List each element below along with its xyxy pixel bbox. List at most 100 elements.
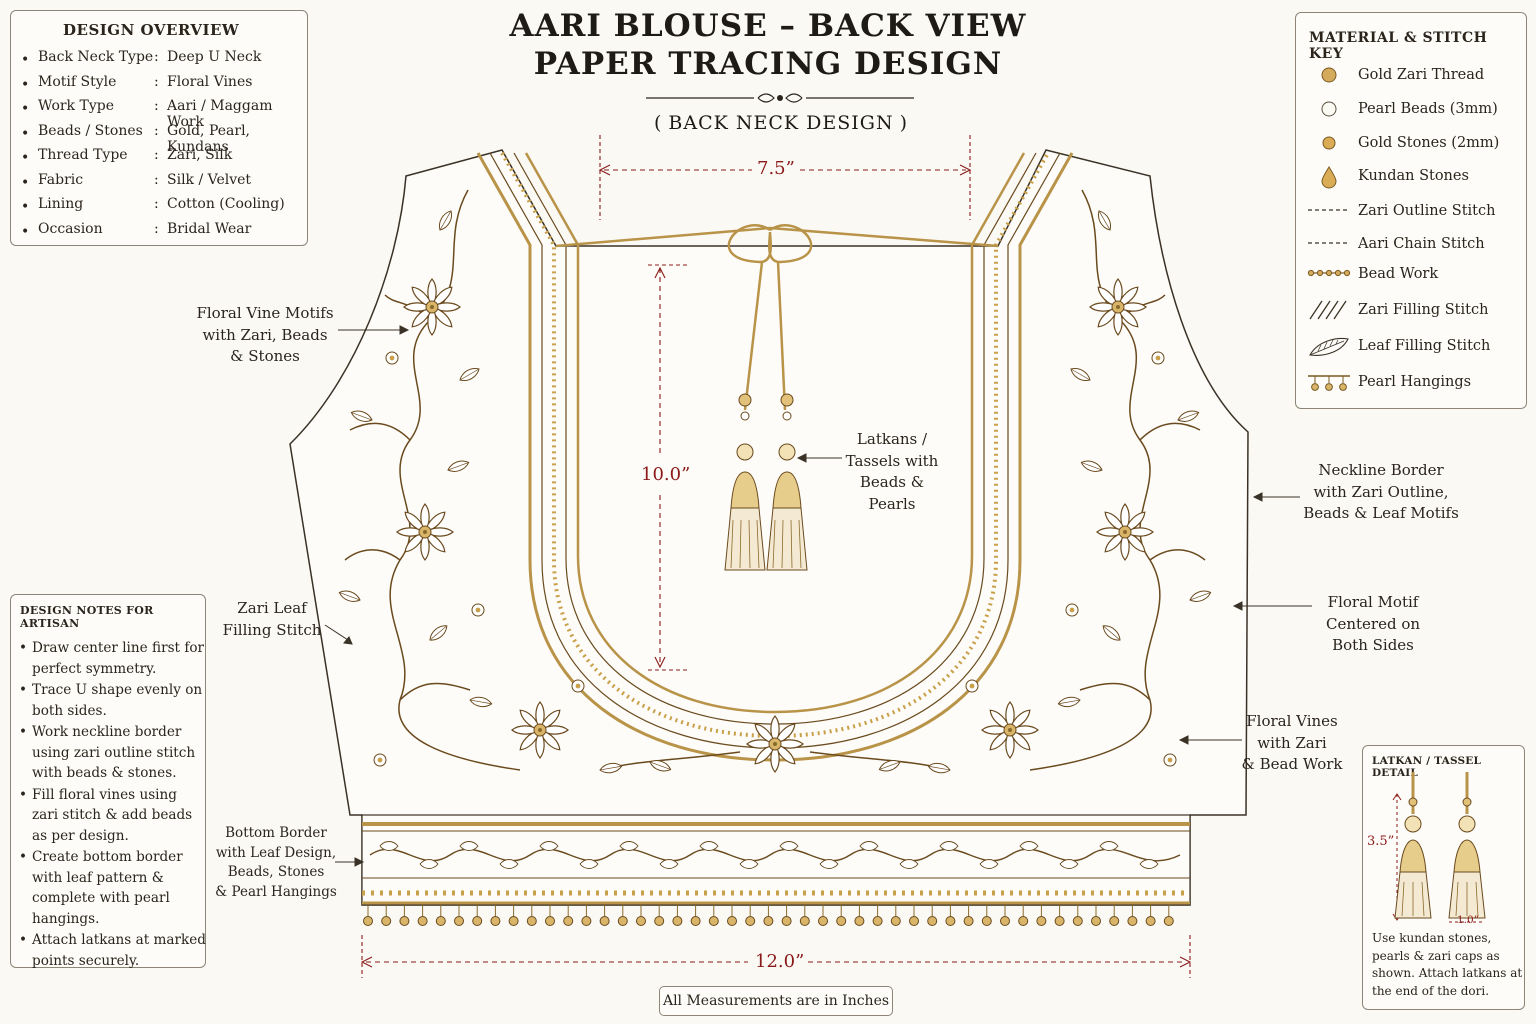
pearl-hanging bbox=[799, 916, 810, 926]
overview-row: •Back Neck Type:Deep U Neck bbox=[21, 49, 262, 68]
latkan-dori bbox=[555, 224, 999, 411]
pearl-hanging bbox=[745, 916, 756, 926]
pearl-hanging bbox=[1091, 916, 1101, 926]
pearl-hanging bbox=[909, 916, 919, 926]
border-leaf bbox=[459, 841, 479, 851]
key-item: Gold Stones (2mm) bbox=[1296, 132, 1536, 156]
bottom-width-label: 12.0” bbox=[755, 951, 805, 972]
notes-title: DESIGN NOTES FOR ARTISAN bbox=[20, 604, 154, 630]
key-item: Leaf Filling Stitch bbox=[1296, 335, 1536, 359]
dashed-line-icon bbox=[1308, 209, 1350, 211]
neck-width-label: 7.5” bbox=[757, 158, 795, 179]
dashed-line-icon bbox=[1308, 242, 1350, 244]
note-item: •Create bottom border with leaf pattern … bbox=[19, 849, 183, 927]
bottom-border bbox=[361, 814, 1191, 906]
pearl-hanging bbox=[1054, 916, 1065, 926]
pearl-hanging bbox=[854, 916, 865, 926]
design-notes-panel: DESIGN NOTES FOR ARTISAN •Draw center li… bbox=[10, 594, 206, 969]
pearl-hanging bbox=[381, 916, 392, 926]
overview-list: •Back Neck Type:Deep U Neck •Motif Style… bbox=[11, 49, 307, 245]
border-leaf bbox=[1099, 841, 1119, 851]
pearl-hanging bbox=[708, 916, 719, 926]
page-title-line2: PAPER TRACING DESIGN bbox=[533, 46, 1003, 82]
pearl-hanging bbox=[927, 916, 938, 926]
pearl-hanging bbox=[781, 916, 792, 926]
overview-row: •Fabric:Silk / Velvet bbox=[21, 171, 252, 191]
tassel-detail-title: LATKAN / TASSEL DETAIL bbox=[1372, 755, 1482, 779]
pearl-hanging bbox=[1036, 916, 1047, 926]
border-leaf bbox=[739, 859, 759, 869]
border-leaf bbox=[619, 841, 639, 851]
bead-chain-icon bbox=[1307, 269, 1351, 277]
key-item: Bead Work bbox=[1296, 263, 1536, 287]
pearl-hanging bbox=[417, 916, 428, 926]
tassel-length-label: 3.5” bbox=[1367, 834, 1395, 849]
pearl-hanging bbox=[836, 916, 847, 926]
center-flower bbox=[746, 715, 804, 773]
pearl-hanging bbox=[1127, 916, 1138, 926]
border-leaf bbox=[979, 859, 999, 869]
border-leaf bbox=[539, 841, 559, 851]
key-item: Aari Chain Stitch bbox=[1296, 233, 1536, 257]
border-leaf bbox=[699, 841, 719, 851]
pearl-hanging bbox=[981, 916, 992, 926]
overview-row: •Beads / Stones:Gold, Pearl, Kundans bbox=[21, 122, 250, 155]
pearl-hanging bbox=[363, 916, 373, 926]
note-item: •Work neckline border using zari outline… bbox=[19, 724, 196, 781]
pearl-hanging bbox=[818, 916, 828, 926]
tassel-detail-drawing bbox=[1392, 772, 1486, 923]
pearl-hanging bbox=[945, 916, 956, 926]
page-title-line1: AARI BLOUSE – BACK VIEW bbox=[509, 8, 1027, 44]
overview-row: •Work Type:Aari / Maggam Work bbox=[21, 98, 273, 130]
pearl-hanging bbox=[472, 916, 483, 926]
note-item: •Fill floral vines using zari stitch & a… bbox=[19, 786, 193, 844]
key-item: Pearl Beads (3mm) bbox=[1296, 98, 1536, 122]
latkan-tassels bbox=[724, 393, 808, 571]
pearl-hanging bbox=[1000, 916, 1010, 926]
border-leaf bbox=[499, 859, 519, 869]
pearl-hanging bbox=[1145, 916, 1156, 926]
pearl-hanging bbox=[526, 916, 537, 926]
tassel-detail-panel: LATKAN / TASSEL DETAIL 3.5” 1.0” Use kun… bbox=[1362, 745, 1525, 1010]
tassel-width-label: 1.0” bbox=[1457, 914, 1480, 926]
note-item: •Trace U shape evenly on both sides. bbox=[19, 682, 203, 719]
border-leaf bbox=[1019, 841, 1039, 851]
pearl-hanging bbox=[727, 916, 737, 926]
pearl-hanging bbox=[1109, 916, 1120, 926]
key-item: Pearl Hangings bbox=[1296, 371, 1536, 395]
border-leaf bbox=[379, 841, 399, 851]
pearl-hanging bbox=[490, 916, 501, 926]
overview-row: •Motif Style:Floral Vines bbox=[21, 73, 253, 93]
pearl-hanging bbox=[636, 916, 646, 926]
key-title: MATERIAL & STITCH KEY bbox=[1309, 30, 1488, 62]
measurement-note: All Measurements are in Inches bbox=[659, 986, 893, 1016]
design-overview-panel: DESIGN OVERVIEW •Back Neck Type:Deep U N… bbox=[10, 10, 308, 246]
gold-bead-icon bbox=[1321, 67, 1337, 83]
subtitle: (BACK NECK DESIGN) bbox=[654, 112, 908, 134]
border-leaf bbox=[819, 859, 839, 869]
pearl-hanging bbox=[1163, 916, 1174, 926]
material-stitch-key-panel: MATERIAL & STITCH KEY Gold Zari Thread P… bbox=[1295, 12, 1527, 409]
pearl-hanging bbox=[599, 916, 610, 926]
pearl-hanging bbox=[435, 916, 446, 926]
border-leaf bbox=[779, 841, 799, 851]
pearl-hanging bbox=[617, 916, 628, 926]
border-leaf bbox=[1059, 859, 1079, 869]
overview-row: •Lining:Cotton (Cooling) bbox=[21, 196, 285, 215]
pearl-hanging bbox=[672, 916, 683, 926]
pearl-hanging bbox=[454, 916, 464, 926]
dimension-lines bbox=[360, 135, 1192, 978]
pearl-hanging bbox=[508, 916, 519, 926]
key-item: Kundan Stones bbox=[1296, 165, 1536, 189]
border-leaf bbox=[1139, 859, 1159, 869]
border-leaf bbox=[659, 859, 679, 869]
border-leaf bbox=[939, 841, 959, 851]
